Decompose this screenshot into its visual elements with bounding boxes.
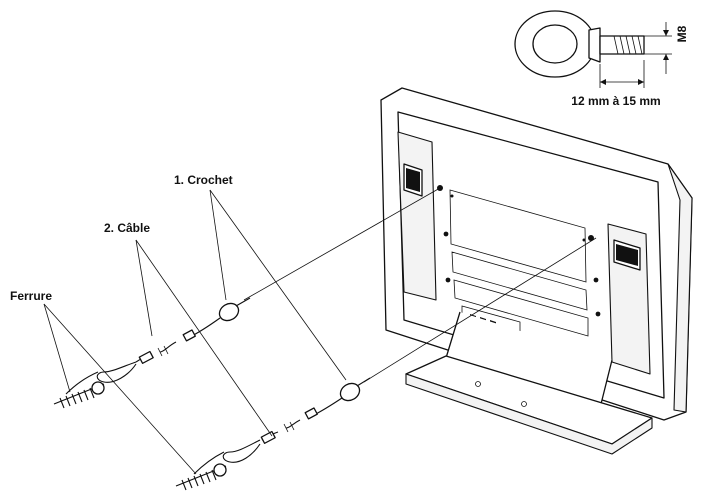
- bracket-leader-lower: [43, 303, 197, 475]
- lower-cable-ferrule: [260, 430, 276, 444]
- tv-vent-middle: [451, 251, 588, 311]
- lower-cable-assembly: [175, 237, 597, 491]
- bracket-label: Ferrure: [10, 289, 52, 303]
- tv-left-shell: [397, 131, 437, 301]
- upper-hook-eye: [218, 302, 240, 322]
- m8-dimension-arrows: [663, 30, 669, 60]
- lower-cable-loop: [222, 439, 261, 463]
- eye-bolt-collar: [588, 27, 601, 63]
- upper-cable-loop: [96, 361, 137, 383]
- eye-bolt-hole: [532, 24, 578, 64]
- tv-vent-lower: [453, 279, 589, 337]
- upper-cable-ferrule: [138, 350, 154, 364]
- tv-vent-upper: [449, 189, 587, 283]
- upper-cable-assembly: [53, 187, 441, 409]
- lower-guide-line: [363, 237, 597, 383]
- stand-screw-right: [521, 401, 527, 407]
- stand-screw-left: [475, 381, 481, 387]
- m8-dimension-lines: [644, 22, 672, 74]
- cable-label: 2. Câble: [104, 221, 150, 235]
- hook-label: 1. Crochet: [174, 173, 233, 187]
- eye-bolt-detail: M8 12 mm à 15 mm: [514, 10, 689, 108]
- upper-bracket-link: [65, 371, 99, 395]
- bolt-thread-label: M8: [675, 25, 689, 42]
- hook-leader-lower: [209, 189, 347, 381]
- left-handle-grip: [406, 168, 420, 192]
- tv-rear-view: [380, 87, 693, 455]
- tv-mounting-holes: [437, 185, 601, 317]
- bracket-leader-upper: [43, 303, 71, 393]
- cable-leader-upper: [135, 239, 153, 337]
- lower-cable-clamp: [304, 407, 318, 420]
- upper-hook-shank: [235, 297, 251, 307]
- upper-cable-break: [157, 345, 169, 357]
- hook-leader-upper: [209, 189, 227, 301]
- tv-stand-base-edge: [405, 373, 653, 455]
- lower-cable-break: [283, 421, 295, 433]
- upper-cable-clamp: [182, 329, 196, 342]
- lower-bracket-link: [193, 451, 225, 475]
- lower-bracket-screw: [175, 463, 227, 491]
- lower-hook-shank: [356, 377, 371, 387]
- eye-bolt-thread: [613, 35, 643, 55]
- tv-frame-edge: [667, 163, 693, 413]
- length-dimension-lines: [599, 60, 645, 88]
- lower-hook-eye: [339, 382, 361, 402]
- right-handle-grip: [616, 244, 638, 266]
- bolt-length-label: 12 mm à 15 mm: [571, 94, 660, 108]
- cable-leader-lower: [135, 239, 273, 437]
- upper-guide-line: [243, 187, 441, 301]
- upper-bracket-screw: [53, 381, 105, 409]
- leader-lines: [43, 189, 347, 475]
